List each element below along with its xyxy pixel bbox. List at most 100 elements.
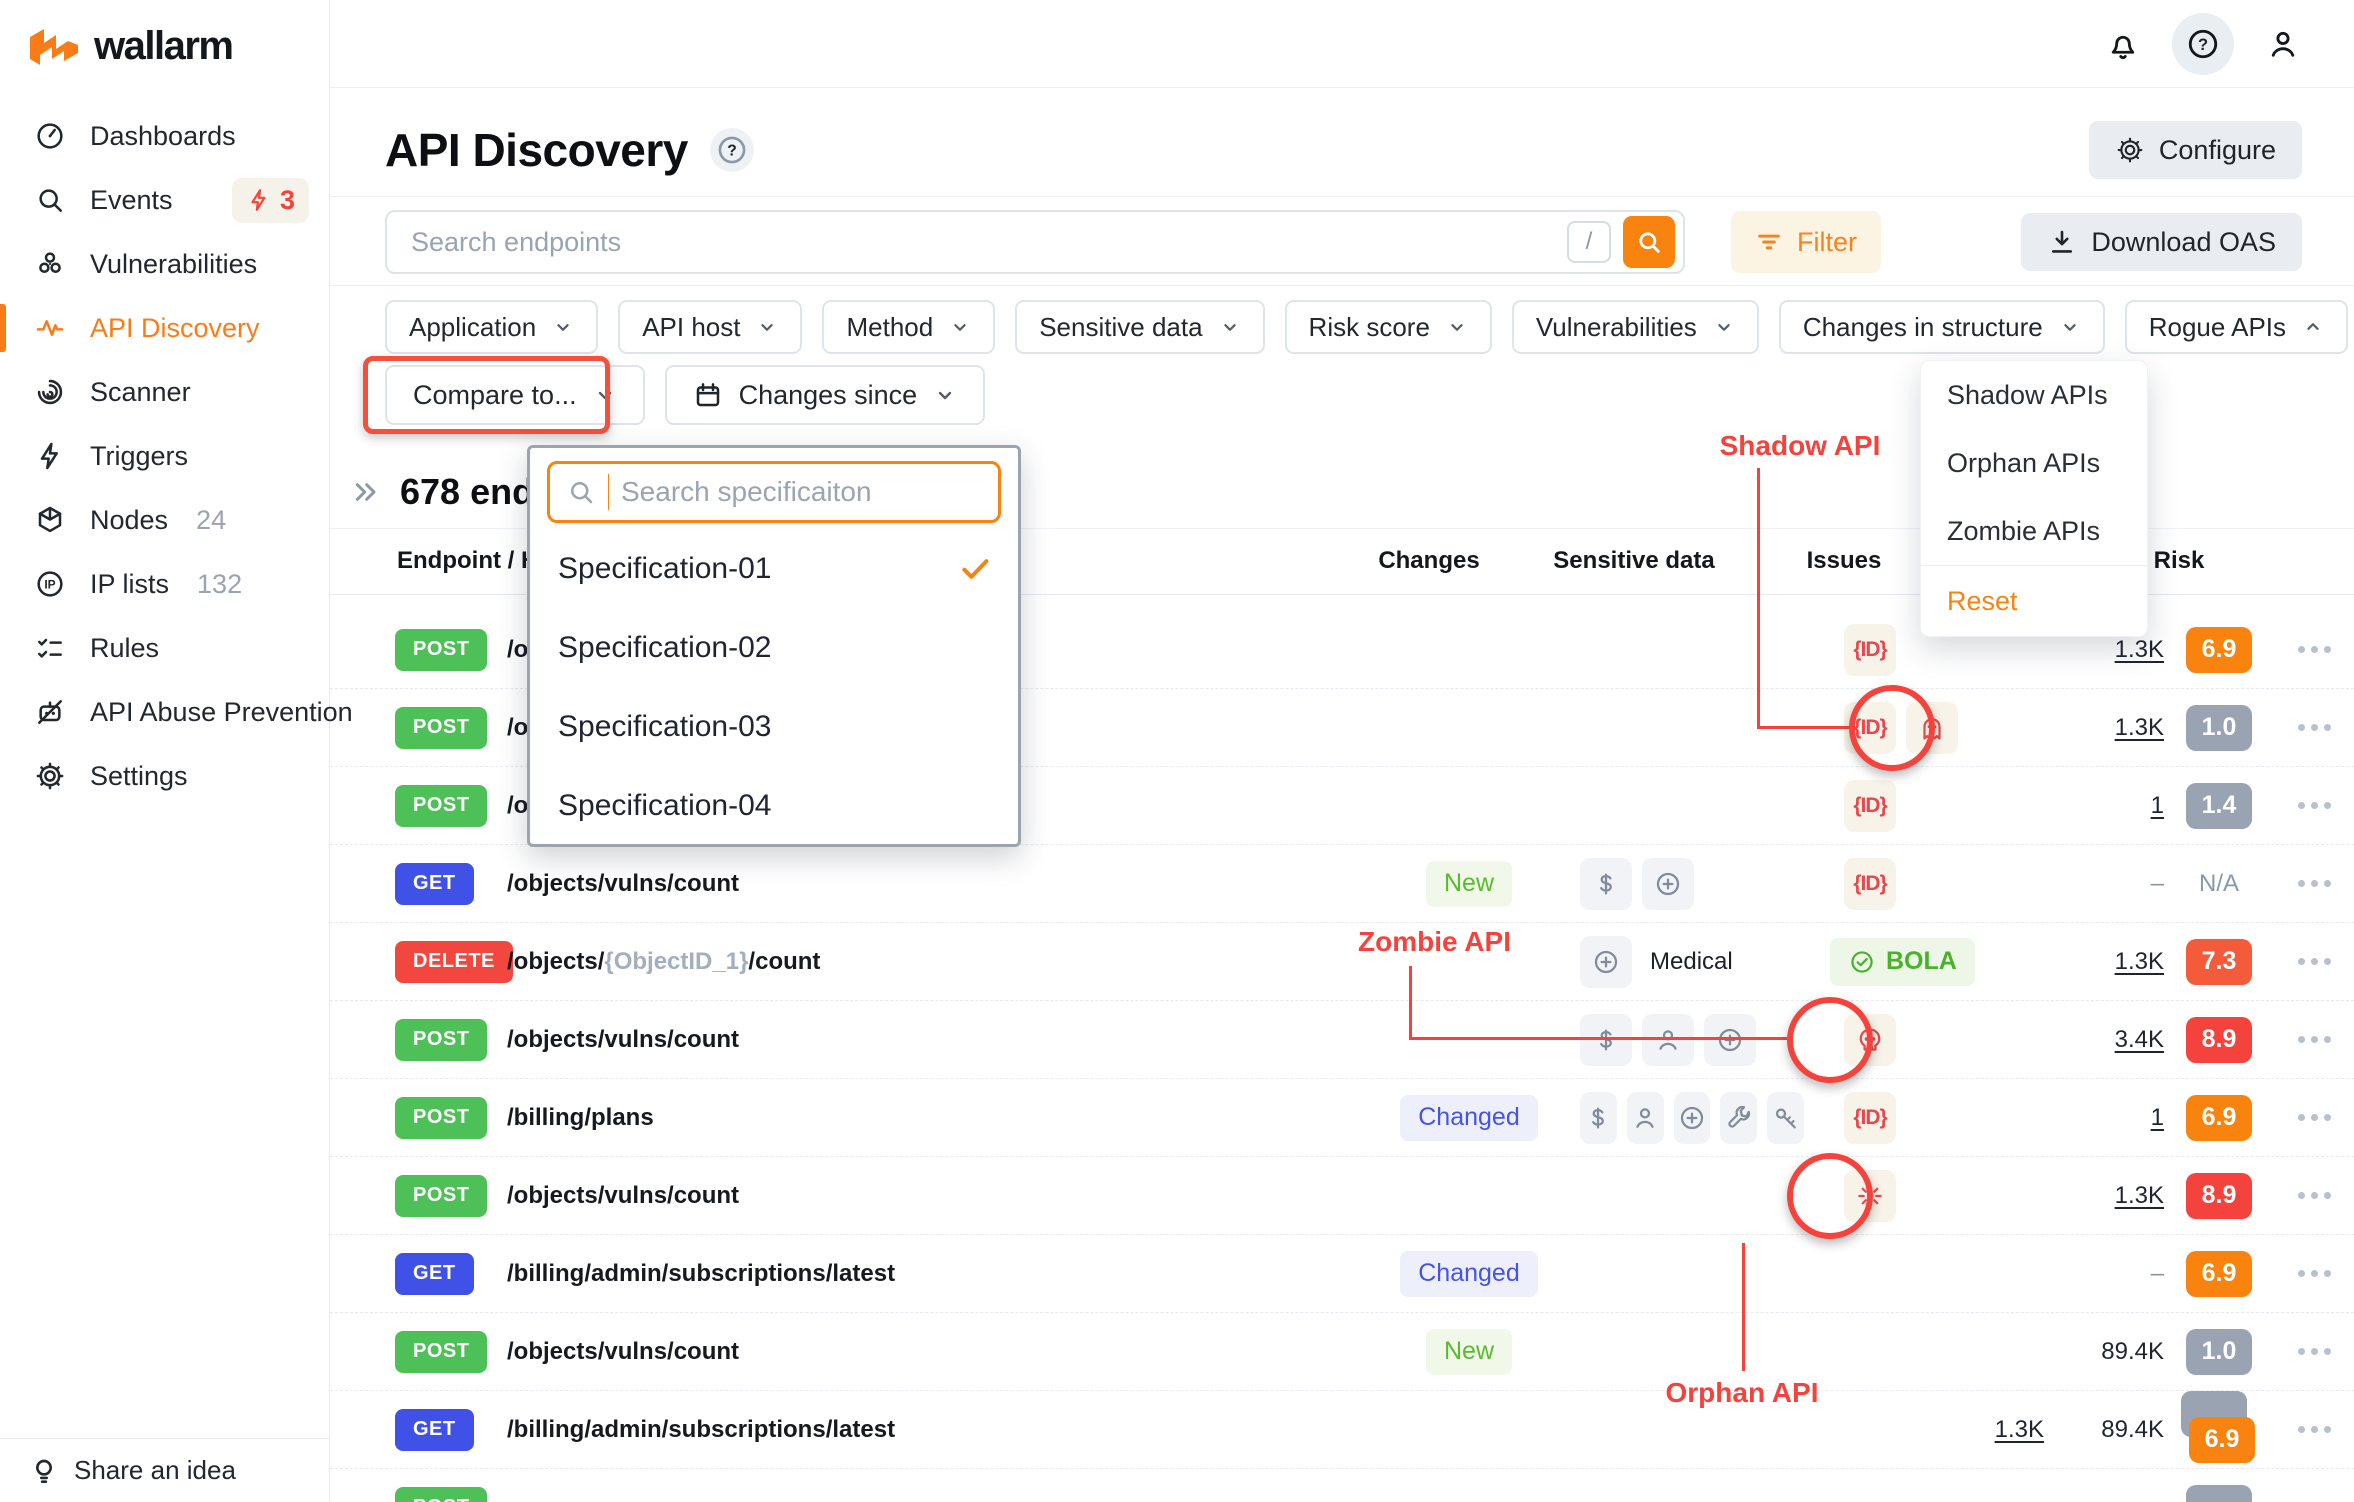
row-menu-button[interactable]: [2274, 880, 2354, 887]
row-menu-button[interactable]: [2274, 802, 2354, 809]
filter-chip-changes-in-structure[interactable]: Changes in structure: [1778, 300, 2105, 354]
collapse-panel-icon[interactable]: [350, 476, 382, 508]
issues-count-link[interactable]: 1.3K: [1994, 1415, 2044, 1443]
row-menu-button[interactable]: [2274, 724, 2354, 731]
specification-dropdown: Specification-01Specification-02Specific…: [527, 445, 1021, 847]
sidebar-item-triggers[interactable]: Triggers: [0, 424, 329, 488]
spec-item-specification-01[interactable]: Specification-01: [530, 529, 1018, 608]
spec-item-specification-04[interactable]: Specification-04: [558, 788, 772, 822]
empty-count: –: [2150, 1259, 2164, 1287]
download-oas-button[interactable]: Download OAS: [2021, 213, 2302, 271]
chevron-down-icon: [552, 316, 574, 338]
issues-count-link[interactable]: 1.3K: [2114, 635, 2164, 663]
filter-button[interactable]: Filter: [1731, 211, 1881, 273]
rogue-menu-item-orphan-apis[interactable]: Orphan APIs: [1947, 447, 2101, 478]
search-input[interactable]: [411, 226, 1567, 258]
row-menu-button[interactable]: [2274, 1348, 2354, 1355]
sidebar-item-settings[interactable]: Settings: [0, 744, 329, 808]
rules-icon: [38, 638, 62, 658]
check-icon: [962, 558, 989, 579]
row-menu-button[interactable]: [2274, 1426, 2354, 1433]
issues-count-link[interactable]: 1: [2150, 791, 2164, 819]
filter-chip-row: Application API host Method Sensitive data R…: [385, 300, 2354, 354]
item-count: 24: [196, 504, 227, 535]
help-button[interactable]: ?: [2172, 12, 2234, 75]
sidebar-item-api-discovery[interactable]: API Discovery: [0, 296, 329, 360]
sidebar-item-api-abuse-prevention[interactable]: API Abuse Prevention: [0, 680, 353, 744]
chevron-icon: [1718, 324, 1730, 331]
chevron-down-icon: [933, 383, 957, 407]
wallarm-logo[interactable]: wallarm: [0, 0, 329, 69]
medical-icon: [1718, 1028, 1742, 1051]
id-issue-icon: {ID}: [1844, 779, 1896, 832]
rogue-menu-item-zombie-apis[interactable]: Zombie APIs: [1947, 515, 2101, 546]
sidebar-item-rules[interactable]: Rules: [0, 616, 329, 680]
changes-since-dropdown[interactable]: Changes since: [664, 365, 986, 425]
issues-count-link[interactable]: 3.4K: [2114, 1025, 2164, 1053]
chevron-up-icon: [2302, 316, 2324, 338]
chevron-icon: [1223, 324, 1236, 331]
issues-count-link[interactable]: 1: [2150, 1103, 2164, 1131]
configure-button[interactable]: Configure: [2088, 121, 2302, 179]
filter-chip-vulnerabilities[interactable]: Vulnerabilities: [1511, 300, 1759, 354]
rogue-reset-button[interactable]: Reset: [1947, 585, 2018, 616]
chevron-icon: [2064, 324, 2076, 331]
specification-search-input[interactable]: [621, 476, 982, 508]
row-menu-button[interactable]: [2274, 1192, 2354, 1199]
filter-chip-risk-score[interactable]: Risk score: [1284, 300, 1492, 354]
sidebar-item-vulnerabilities[interactable]: Vulnerabilities: [0, 232, 329, 296]
notifications-button[interactable]: [2092, 13, 2154, 75]
share-an-idea-button[interactable]: Share an idea: [0, 1438, 329, 1502]
row-menu-button[interactable]: [2274, 1114, 2354, 1121]
sidebar-item-dashboards[interactable]: Dashboards: [0, 104, 329, 168]
spec-item-specification-02[interactable]: Specification-02: [558, 630, 772, 664]
filter-chip-rogue-apis[interactable]: Rogue APIs: [2124, 300, 2349, 354]
user-icon: [2271, 31, 2295, 57]
filter-chip-sensitive-data[interactable]: Sensitive data: [1015, 300, 1265, 354]
table-row[interactable]: POST: [330, 1469, 2354, 1502]
compare-to-dropdown[interactable]: Compare to...: [385, 365, 645, 425]
change-badge: New: [1425, 860, 1512, 907]
sensitive-medical-icon: [1704, 1013, 1756, 1066]
search-submit-button[interactable]: [1623, 216, 1675, 268]
sidebar-item-scanner[interactable]: Scanner: [0, 360, 329, 424]
spec-item-specification-03[interactable]: Specification-03: [558, 709, 772, 743]
method-badge: GET: [395, 862, 474, 905]
row-menu-button[interactable]: [2274, 1270, 2354, 1277]
title-help-button[interactable]: ?: [709, 128, 754, 172]
chevron-icon: [1451, 324, 1463, 331]
issues-count-link[interactable]: 1.3K: [2114, 1181, 2164, 1209]
chevron-icon: [557, 324, 569, 331]
sensitive-dollar-icon: [1580, 1091, 1617, 1144]
item-count: 132: [197, 568, 243, 599]
row-menu-button[interactable]: [2274, 958, 2354, 965]
filter-chip-method[interactable]: Method: [822, 300, 996, 354]
download-icon: [2047, 227, 2077, 257]
rogue-menu-item-shadow-apis[interactable]: Shadow APIs: [1947, 379, 2108, 410]
expand-double-chevron-icon: [355, 482, 376, 501]
filter-chip-application[interactable]: Application: [385, 300, 599, 354]
issues-count-link[interactable]: 1.3K: [2114, 947, 2164, 975]
issues-count-link[interactable]: 1.3K: [2114, 713, 2164, 741]
chevron-down-icon: [2059, 316, 2081, 338]
filter-chip-api-host[interactable]: API host: [618, 300, 803, 354]
account-button[interactable]: [2252, 13, 2314, 75]
row-menu-button[interactable]: [2274, 646, 2354, 653]
sensitive-dollar-icon: [1580, 1013, 1632, 1066]
bell-icon: [2111, 35, 2135, 59]
endpoint-path: /billing/plans: [507, 1103, 654, 1131]
row-menu-button[interactable]: [2274, 1036, 2354, 1043]
